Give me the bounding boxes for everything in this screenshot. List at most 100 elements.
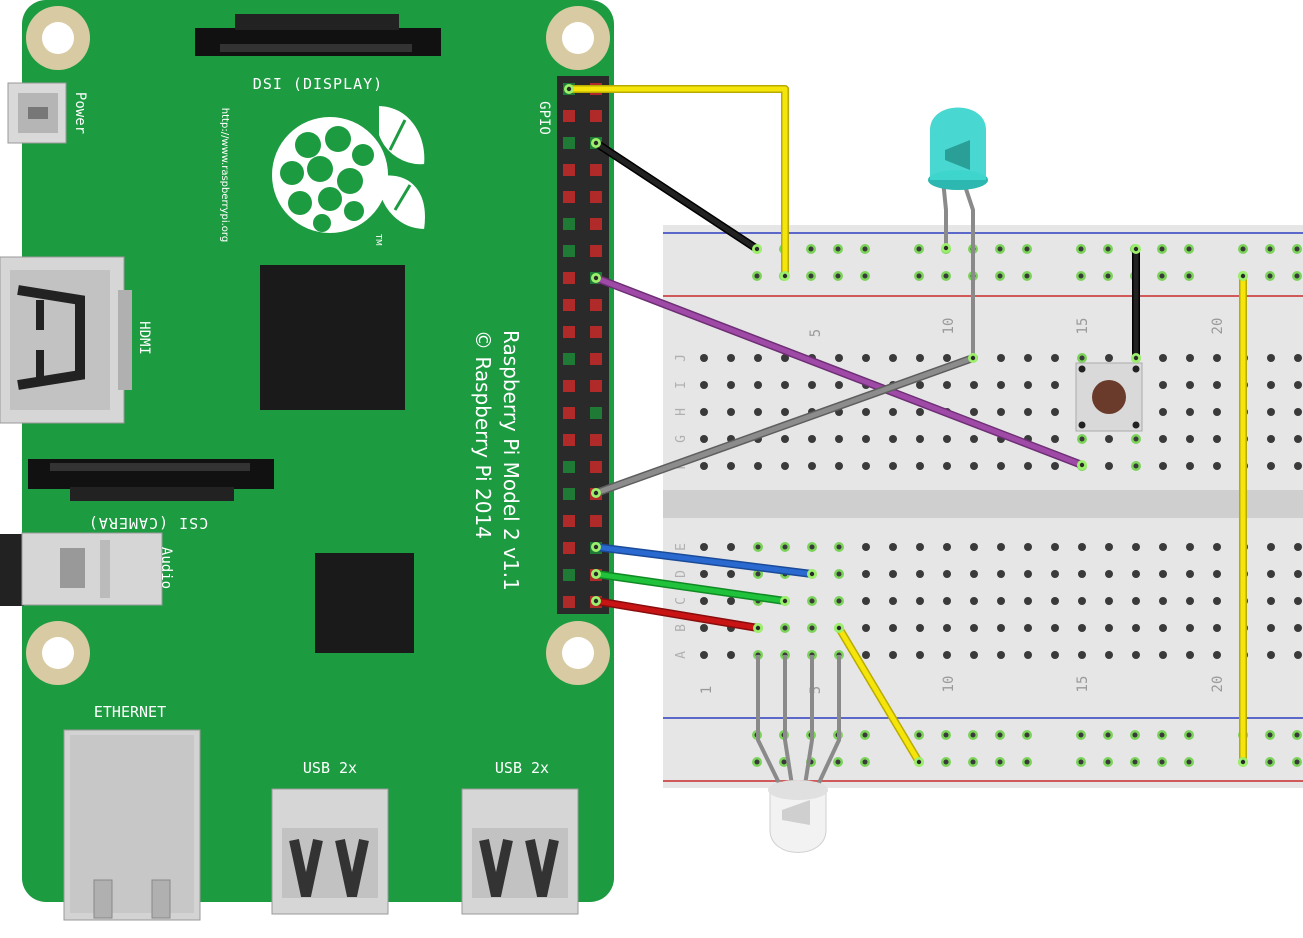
- breadboard-hole: [862, 408, 870, 416]
- breadboard-hole: [1294, 597, 1302, 605]
- row-letter-a: A: [674, 651, 689, 659]
- gpio-pin: [590, 407, 602, 419]
- breadboard-hole: [862, 570, 870, 578]
- breadboard-hole: [1024, 570, 1032, 578]
- breadboard-hole: [916, 408, 924, 416]
- usb-port-left: [271, 788, 389, 915]
- mounting-holes: [26, 6, 610, 685]
- breadboard-hole: [916, 354, 924, 362]
- wires: [565, 85, 1247, 766]
- breadboard-hole: [1132, 624, 1140, 632]
- breadboard-hole: [916, 651, 924, 659]
- breadboard-hole: [862, 543, 870, 551]
- breadboard-hole: [889, 597, 897, 605]
- breadboard-hole: [862, 462, 870, 470]
- raspberrypi-url: http://www.raspberrypi.org: [219, 108, 230, 242]
- breadboard-hole: [1267, 543, 1275, 551]
- breadboard-hole: [1078, 570, 1086, 578]
- breadboard-hole: [1186, 381, 1194, 389]
- breadboard-hole: [1186, 597, 1194, 605]
- breadboard-hole: [1186, 462, 1194, 470]
- breadboard-hole: [808, 435, 816, 443]
- gpio-pin: [590, 191, 602, 203]
- breadboard-hole: [1267, 651, 1275, 659]
- breadboard-hole: [1159, 462, 1167, 470]
- breadboard-hole: [1186, 543, 1194, 551]
- breadboard-hole: [700, 597, 708, 605]
- row-letter-j: J: [674, 354, 689, 362]
- breadboard-hole: [727, 354, 735, 362]
- breadboard-hole: [1294, 408, 1302, 416]
- breadboard-hole: [700, 408, 708, 416]
- breadboard-hole: [943, 543, 951, 551]
- gpio-pin: [590, 218, 602, 230]
- breadboard-hole: [1105, 624, 1113, 632]
- breadboard-hole: [754, 408, 762, 416]
- breadboard-hole: [970, 597, 978, 605]
- breadboard-hole: [1213, 435, 1221, 443]
- breadboard-hole: [943, 435, 951, 443]
- breadboard-hole: [700, 354, 708, 362]
- row-letter-g: G: [674, 435, 689, 443]
- breadboard-hole: [889, 354, 897, 362]
- breadboard-hole: [1078, 543, 1086, 551]
- breadboard-hole: [1159, 651, 1167, 659]
- row-letter-b: B: [674, 624, 689, 632]
- gpio-header: [557, 76, 609, 614]
- breadboard-hole: [862, 435, 870, 443]
- ethernet-port: [63, 729, 201, 921]
- breadboard-hole: [1294, 381, 1302, 389]
- breadboard-hole: [1132, 651, 1140, 659]
- dsi-display-connector: [195, 14, 441, 56]
- breadboard-hole: [997, 570, 1005, 578]
- column-number-15-bottom: 15: [1075, 676, 1091, 693]
- breadboard-hole: [700, 435, 708, 443]
- breadboard-hole: [808, 462, 816, 470]
- breadboard-hole: [943, 462, 951, 470]
- breadboard-hole: [943, 570, 951, 578]
- gpio-pin: [563, 569, 575, 581]
- led: [928, 107, 988, 190]
- dsi-display-label: DSI (DISPLAY): [253, 75, 383, 93]
- gpio-pin: [563, 488, 575, 500]
- breadboard-hole: [1159, 354, 1167, 362]
- breadboard-hole: [1267, 462, 1275, 470]
- breadboard-hole: [943, 354, 951, 362]
- ethernet-label: ETHERNET: [94, 703, 166, 721]
- breadboard-hole: [1105, 543, 1113, 551]
- hdmi-label: HDMI: [136, 321, 152, 355]
- breadboard-hole: [727, 543, 735, 551]
- gpio-pin: [563, 326, 575, 338]
- breadboard-hole: [862, 651, 870, 659]
- breadboard-hole: [997, 597, 1005, 605]
- breadboard-hole: [835, 354, 843, 362]
- breadboard-hole: [835, 381, 843, 389]
- breadboard-hole: [970, 462, 978, 470]
- breadboard-hole: [889, 462, 897, 470]
- breadboard-hole: [1105, 597, 1113, 605]
- breadboard-hole: [1159, 597, 1167, 605]
- breadboard-hole: [1186, 435, 1194, 443]
- breadboard-hole: [1213, 408, 1221, 416]
- breadboard-hole: [1024, 408, 1032, 416]
- breadboard-hole: [997, 462, 1005, 470]
- led-legs: [941, 179, 975, 358]
- breadboard-hole: [1267, 570, 1275, 578]
- breadboard-hole: [1267, 408, 1275, 416]
- gpio-pin: [590, 299, 602, 311]
- breadboard-hole: [1051, 381, 1059, 389]
- breadboard-hole: [970, 570, 978, 578]
- breadboard-hole: [916, 570, 924, 578]
- breadboard-hole: [970, 435, 978, 443]
- breadboard-hole: [1159, 435, 1167, 443]
- audio-jack: [0, 532, 163, 606]
- breadboard-hole: [916, 381, 924, 389]
- breadboard-hole: [1294, 354, 1302, 362]
- gpio-pin: [563, 110, 575, 122]
- breadboard-hole: [1105, 435, 1113, 443]
- breadboard-hole: [1159, 570, 1167, 578]
- breadboard-hole: [970, 624, 978, 632]
- breadboard-hole: [781, 435, 789, 443]
- breadboard-hole: [862, 624, 870, 632]
- breadboard-hole: [700, 462, 708, 470]
